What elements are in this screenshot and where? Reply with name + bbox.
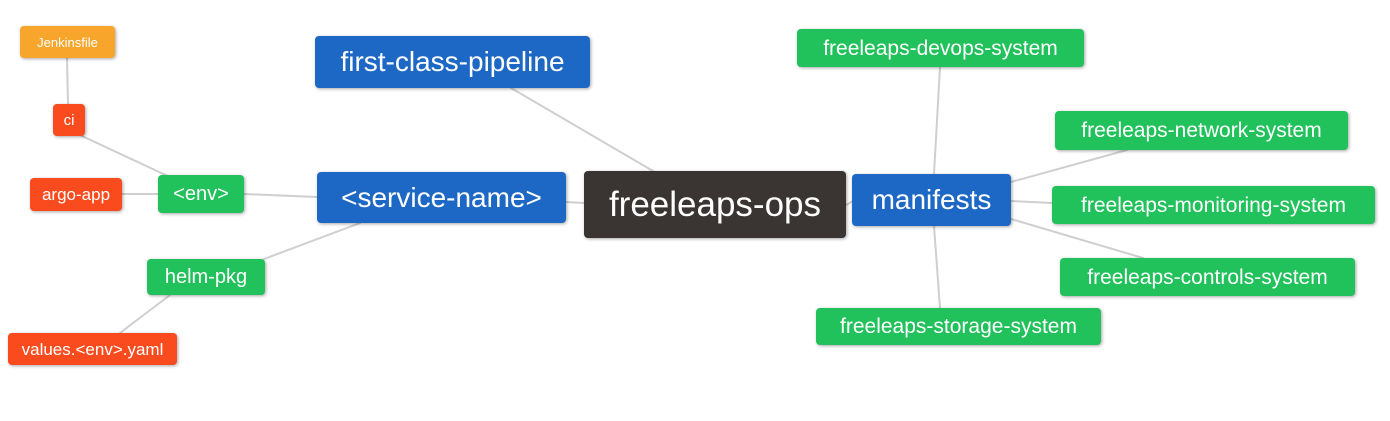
edge-service-name-root (565, 201, 586, 204)
edge-manifests-controls (1010, 218, 1144, 259)
node-freeleaps-monitoring-system[interactable]: freeleaps-monitoring-system (1052, 186, 1375, 224)
edge-manifests-monitoring (1010, 200, 1053, 204)
edge-pipeline-root (510, 87, 654, 172)
node-freeleaps-network-system[interactable]: freeleaps-network-system (1055, 111, 1348, 150)
node-helm-pkg[interactable]: helm-pkg (147, 259, 265, 295)
edge-env-service-name (243, 193, 318, 198)
edge-manifests-devops (933, 66, 941, 175)
node-first-class-pipeline[interactable]: first-class-pipeline (315, 36, 590, 88)
edge-root-manifests (845, 200, 854, 206)
node-freeleaps-ops-root[interactable]: freeleaps-ops (584, 171, 846, 238)
node-freeleaps-devops-system[interactable]: freeleaps-devops-system (797, 29, 1084, 67)
edge-ci-env (81, 135, 173, 179)
node-values-env-yaml[interactable]: values.<env>.yaml (8, 333, 177, 365)
edge-helm-pkg-values (119, 294, 171, 334)
edge-helm-pkg-service-name (263, 222, 361, 260)
node-jenkinsfile[interactable]: Jenkinsfile (20, 26, 115, 58)
edge-jenkinsfile-ci (66, 57, 69, 105)
node-argo-app[interactable]: argo-app (30, 178, 122, 211)
node-manifests[interactable]: manifests (852, 174, 1011, 226)
edge-manifests-storage (933, 225, 941, 309)
node-freeleaps-storage-system[interactable]: freeleaps-storage-system (816, 308, 1101, 345)
edge-manifests-network (1010, 149, 1128, 183)
node-service-name[interactable]: <service-name> (317, 172, 566, 223)
node-ci[interactable]: ci (53, 104, 85, 136)
node-env[interactable]: <env> (158, 175, 244, 213)
node-freeleaps-controls-system[interactable]: freeleaps-controls-system (1060, 258, 1355, 296)
